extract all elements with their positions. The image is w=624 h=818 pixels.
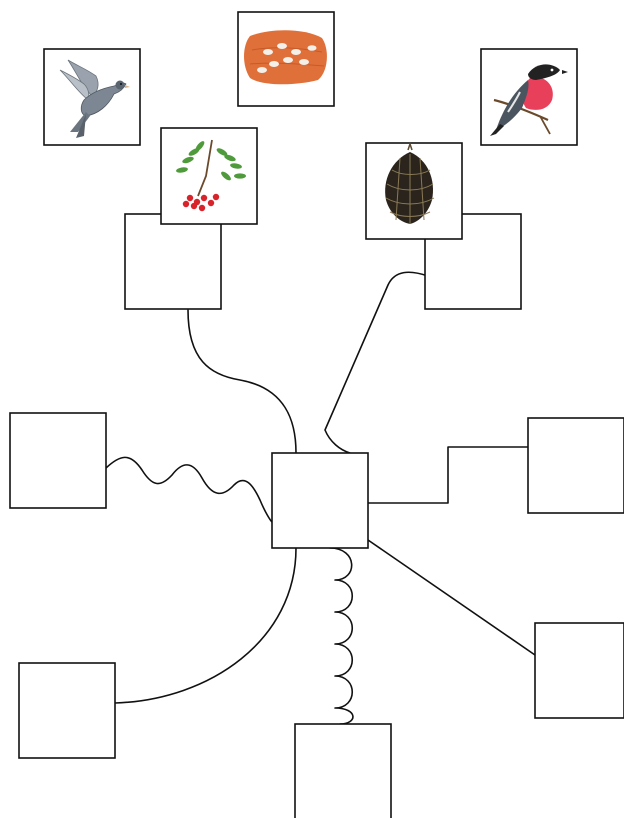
bullfinch-card[interactable] — [480, 48, 578, 146]
connector-bottom-coil — [329, 547, 354, 725]
answer-box-right[interactable] — [527, 417, 624, 514]
connector-top-right — [324, 271, 429, 454]
pigeon-icon — [59, 59, 130, 138]
bullfinch-icon — [490, 64, 568, 136]
connector-lower-left — [114, 547, 297, 704]
seeds-card[interactable] — [237, 11, 335, 107]
connector-top-left — [187, 309, 297, 454]
answer-box-left[interactable] — [9, 412, 107, 509]
pine-cone-card[interactable] — [365, 141, 463, 240]
rowan-berries-icon — [176, 139, 246, 212]
answer-box-lower-right[interactable] — [534, 622, 624, 719]
answer-box-lower-left[interactable] — [18, 662, 116, 759]
pine-cone-icon — [385, 141, 435, 224]
rowan-card[interactable] — [160, 127, 258, 225]
answer-box-bottom[interactable] — [294, 723, 392, 818]
connector-right-step — [367, 446, 529, 504]
hub-box[interactable] — [271, 452, 369, 549]
pigeon-card[interactable] — [43, 48, 141, 146]
seeds-on-wood-icon — [244, 30, 327, 85]
answer-box-top-left[interactable] — [124, 213, 222, 310]
connector-lower-right — [367, 539, 536, 656]
connector-left-wavy — [105, 456, 273, 523]
